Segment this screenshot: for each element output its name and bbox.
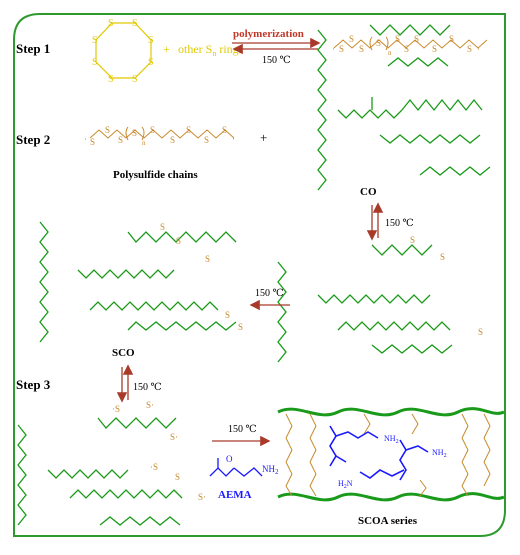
- radical-sulfur: S S S: [410, 235, 483, 337]
- step3-radical-molecule: [17, 417, 183, 526]
- scoa-network: [277, 407, 505, 502]
- svg-text:S: S: [204, 135, 209, 145]
- co-molecule: [317, 24, 491, 191]
- polysulfide-chain-step1: [333, 36, 488, 51]
- scoa-nh2-2: NH2: [432, 448, 447, 459]
- svg-text:S: S: [132, 74, 138, 85]
- step2-label: Step 2: [16, 132, 50, 147]
- other-rings-label: other Sn rings: [178, 42, 244, 58]
- svg-text:S: S: [176, 236, 181, 246]
- svg-text:S: S: [440, 252, 445, 262]
- step3-label: Step 3: [16, 377, 51, 392]
- polysulfide-chain-step2-atoms: · S S S S n S S S S S ·: [84, 125, 235, 147]
- sco-sulfur: SSS SS: [160, 222, 243, 332]
- svg-text:S: S: [359, 44, 364, 54]
- svg-text:S: S: [376, 38, 381, 48]
- step3-scoa-temp: 150 ℃: [228, 424, 257, 435]
- svg-text:·: ·: [477, 44, 480, 54]
- step1-label: Step 1: [16, 41, 50, 56]
- svg-text:S: S: [170, 135, 175, 145]
- svg-text:S: S: [108, 18, 114, 29]
- svg-text:S·: S·: [146, 400, 154, 410]
- svg-text:·: ·: [84, 134, 87, 144]
- aema-o: O: [226, 454, 233, 464]
- polysulfide-chain-step1-atoms: · S S S S n S S S S S S ·: [332, 34, 480, 57]
- svg-text:S: S: [148, 35, 154, 46]
- polysulfide-chain-step2: [89, 126, 235, 141]
- sco-label: SCO: [112, 347, 135, 359]
- svg-text:S: S: [410, 235, 415, 245]
- svg-text:S: S: [404, 44, 409, 54]
- svg-text:S: S: [449, 34, 454, 44]
- svg-text:S: S: [478, 327, 483, 337]
- svg-text:S: S: [225, 310, 230, 320]
- svg-text:S: S: [150, 125, 155, 135]
- svg-text:S: S: [175, 472, 180, 482]
- step2-plus: +: [260, 130, 267, 145]
- scoa-nh2-1: NH2: [384, 434, 399, 445]
- svg-text:S: S: [467, 44, 472, 54]
- svg-text:S: S: [90, 137, 95, 147]
- svg-text:S: S: [132, 18, 138, 29]
- svg-text:·: ·: [332, 44, 335, 54]
- svg-text:·: ·: [232, 134, 235, 144]
- svg-text:S: S: [118, 135, 123, 145]
- step3-sulfur: ·S S· S· ·S S· S: [112, 400, 206, 502]
- aema-nh2: NH2: [262, 464, 279, 476]
- svg-text:S: S: [238, 322, 243, 332]
- svg-text:S: S: [132, 128, 137, 138]
- svg-text:S: S: [160, 222, 165, 232]
- svg-text:S: S: [432, 44, 437, 54]
- step1-temp: 150 ℃: [262, 55, 291, 66]
- co-label: CO: [360, 186, 377, 198]
- svg-text:S: S: [92, 57, 98, 68]
- svg-text:S·: S·: [170, 432, 178, 442]
- svg-text:S: S: [414, 34, 419, 44]
- svg-text:S: S: [186, 125, 191, 135]
- frame: [13, 13, 506, 537]
- svg-text:·S: ·S: [112, 404, 120, 414]
- svg-text:·S: ·S: [150, 462, 158, 472]
- svg-text:S: S: [339, 44, 344, 54]
- svg-text:S: S: [222, 125, 227, 135]
- polymerization-label: polymerization: [233, 28, 304, 40]
- svg-text:S: S: [108, 74, 114, 85]
- radical-sco-temp: 150 ℃: [255, 288, 284, 299]
- svg-text:S: S: [148, 57, 154, 68]
- scoa-label: SCOA series: [358, 515, 418, 527]
- svg-text:S: S: [395, 34, 400, 44]
- aema-label: AEMA: [218, 489, 252, 501]
- svg-text:S: S: [92, 35, 98, 46]
- svg-text:S: S: [349, 34, 354, 44]
- radical-intermediate: [277, 244, 453, 363]
- svg-text:S: S: [205, 254, 210, 264]
- step3-temp: 150 ℃: [133, 382, 162, 393]
- scoa-h2n: H2N: [338, 479, 353, 490]
- svg-text:S: S: [105, 125, 110, 135]
- svg-text:n: n: [142, 139, 146, 147]
- s8-ring: [95, 22, 152, 79]
- polysulfide-caption: Polysulfide chains: [113, 169, 198, 181]
- s8-ring-atoms: S S S S S S S S: [92, 18, 154, 85]
- svg-text:S·: S·: [198, 492, 206, 502]
- aema-molecule: [209, 458, 263, 477]
- svg-text:n: n: [388, 49, 392, 57]
- sco-molecule: [39, 221, 237, 343]
- co-radical-temp: 150 ℃: [385, 218, 414, 229]
- step1-plus: +: [163, 42, 170, 56]
